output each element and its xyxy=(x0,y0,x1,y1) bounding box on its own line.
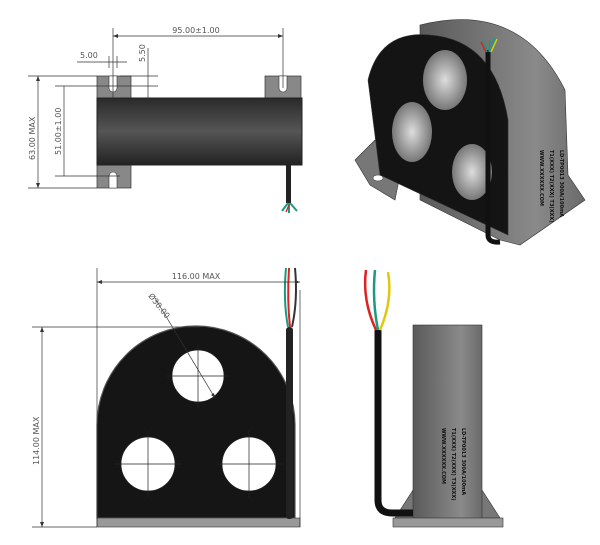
top-view: 95.00±1.00 5.00 5.50 63.00 MAX 51.00±1.0… xyxy=(28,26,303,213)
dimension-lines-top xyxy=(112,28,284,98)
side-label-line-1: LD-TP0013 300A/100mA xyxy=(460,428,466,495)
iso-wire-red xyxy=(480,41,487,53)
side-label-line-2: T1(XXX) T2(XXX) T3(XXX) xyxy=(450,428,456,501)
wires-top xyxy=(281,202,298,213)
dim-slot-spacing: 51.00±1.00 xyxy=(54,108,63,155)
iso-hole-2 xyxy=(392,102,432,162)
front-cable xyxy=(286,327,293,519)
side-cable xyxy=(374,330,413,517)
front-base xyxy=(96,517,301,528)
side-wire-red xyxy=(363,269,378,331)
dim-slot-depth: 5.50 xyxy=(138,44,147,62)
diameter-arrow xyxy=(211,393,215,398)
iso-label-line-3: WWW.XXXXXX.COM xyxy=(538,150,544,206)
dimension-lines-slot-width xyxy=(77,56,127,68)
dimension-lines-height xyxy=(28,75,97,189)
iso-hole-3 xyxy=(452,144,492,200)
dim-height-max: 63.00 MAX xyxy=(28,116,37,160)
dim-pitch: 95.00±1.00 xyxy=(172,26,219,35)
dimension-lines-slot-depth xyxy=(120,48,158,100)
front-wire-green xyxy=(283,267,289,328)
iso-base-tab xyxy=(354,139,401,201)
wire-red-top xyxy=(285,204,290,213)
dim-front-height-max: 114.00 MAX xyxy=(32,416,41,465)
iso-wire-green xyxy=(482,37,496,53)
dim-width-max: 116.00 MAX xyxy=(172,272,221,281)
side-base xyxy=(392,517,504,528)
hole-centerlines xyxy=(114,344,283,498)
diameter-leader-line xyxy=(154,297,216,399)
dimension-lines-slot-spacing xyxy=(55,85,120,177)
front-view: Ø30.00 116.00 MAX 114.00 MAX xyxy=(32,267,301,528)
iso-product-label: LD-TP0013 300A/100mA T1(XXX) T2(XXX) T3(… xyxy=(538,150,564,223)
sensor-body-top xyxy=(96,97,303,166)
side-product-label: LD-TP0013 300A/100mA T1(XXX) T2(XXX) T3(… xyxy=(440,428,466,501)
dim-slot-width: 5.00 xyxy=(80,51,98,60)
iso-cable xyxy=(485,50,501,245)
iso-label-line-2: T1(XXX) T2(XXX) T3(XXX) xyxy=(548,150,554,223)
iso-wire-yellow xyxy=(490,38,498,53)
side-view: LD-TP0013 300A/100mA T1(XXX) T2(XXX) T3(… xyxy=(363,269,504,528)
front-holes xyxy=(114,344,283,498)
cable-top xyxy=(286,165,291,203)
isometric-view: LD-TP0013 300A/100mA T1(XXX) T2(XXX) T3(… xyxy=(354,19,586,246)
dim-hole-diameter: Ø30.00 xyxy=(146,291,172,320)
side-wire-green xyxy=(372,269,380,331)
iso-tab-slot xyxy=(372,174,384,182)
slot-bottom-left xyxy=(108,171,118,189)
front-wire-black xyxy=(291,267,297,328)
iso-hole-1 xyxy=(423,50,467,110)
dimension-lines-front xyxy=(32,268,301,528)
front-wire-red xyxy=(287,267,291,328)
side-label-line-3: WWW.XXXXXX.COM xyxy=(440,428,446,484)
side-body xyxy=(412,324,483,521)
iso-label-line-1: LD-TP0013 300A/100mA xyxy=(558,150,564,217)
side-wire-yellow xyxy=(378,271,391,331)
